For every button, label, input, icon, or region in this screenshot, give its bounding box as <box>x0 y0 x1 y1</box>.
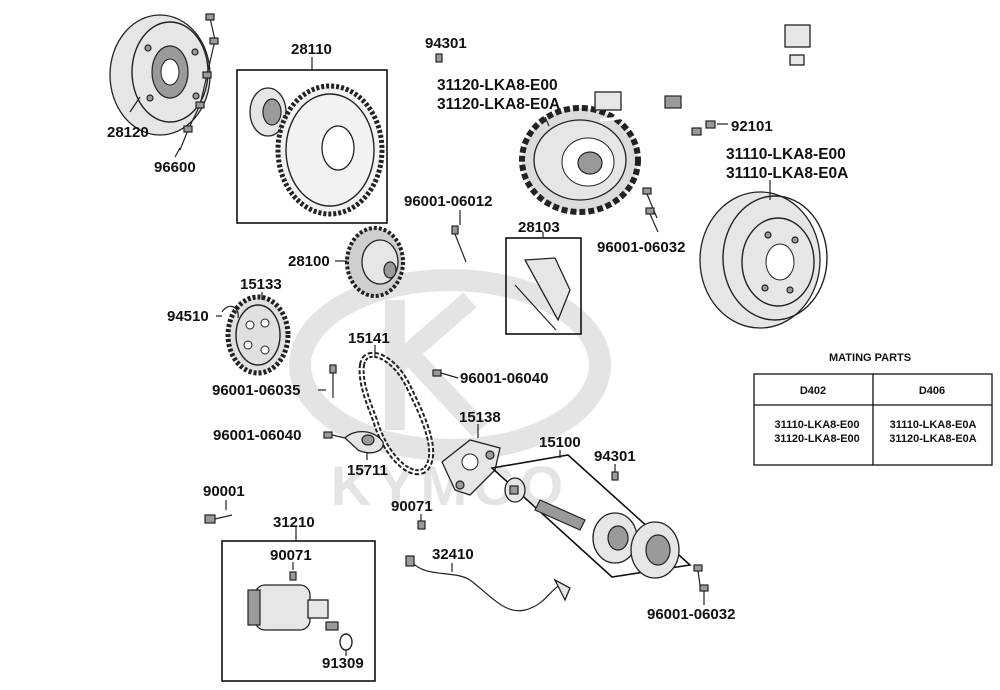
label-96001-06012: 96001-06012 <box>404 193 492 210</box>
label-28103: 28103 <box>518 219 560 236</box>
label-96001-06035: 96001-06035 <box>212 382 300 399</box>
label-90001: 90001 <box>203 483 245 500</box>
label-31120-e00: 31120-LKA8-E00 <box>437 77 558 94</box>
label-91309: 91309 <box>322 655 364 672</box>
bolt-90001 <box>204 500 233 524</box>
bolt-96001-06040-right <box>432 369 459 379</box>
bolt-96001-06035 <box>329 364 337 398</box>
label-96001-06040-left: 96001-06040 <box>213 427 301 444</box>
oring-91309 <box>339 633 353 656</box>
oil-pump-assembly <box>504 477 680 579</box>
starter-driven-gear <box>249 83 385 217</box>
mating-cell-r2c2: 31120-LKA8-E0A <box>889 433 976 445</box>
starter-motor <box>247 571 339 631</box>
label-15138: 15138 <box>459 409 501 426</box>
label-96600: 96600 <box>154 159 196 176</box>
label-96001-06040-right: 96001-06040 <box>460 370 548 387</box>
box-15100 <box>490 454 692 578</box>
label-90071-lower: 90071 <box>270 547 312 564</box>
mating-parts-title: MATING PARTS <box>829 352 911 364</box>
label-92101: 92101 <box>731 118 773 135</box>
label-31110-e0a: 31110-LKA8-E0A <box>726 165 848 182</box>
bolts-92101 <box>691 120 728 136</box>
label-31120-e0a: 31120-LKA8-E0A <box>437 96 560 113</box>
label-96001-06032-upper: 96001-06032 <box>597 239 685 256</box>
label-15141: 15141 <box>348 330 390 347</box>
label-94510: 94510 <box>167 308 209 325</box>
label-31110-e00: 31110-LKA8-E00 <box>726 146 846 163</box>
starter-cable <box>405 555 571 612</box>
screw-chain-96600 <box>179 13 219 151</box>
mating-col-d406: D406 <box>919 385 945 397</box>
bolt-94301-top <box>435 53 443 63</box>
label-28100: 28100 <box>288 253 330 270</box>
cam-chain <box>358 351 435 475</box>
flywheel-rotor <box>699 191 828 329</box>
bolt-96001-06012 <box>451 210 467 263</box>
label-28120: 28120 <box>107 124 149 141</box>
label-15711: 15711 <box>347 462 388 479</box>
label-90071-upper: 90071 <box>391 498 433 515</box>
washer-90071-upper <box>417 514 426 530</box>
box-31210 <box>221 540 376 682</box>
bolt-96001-06040-left <box>323 431 346 439</box>
label-15100: 15100 <box>539 434 581 451</box>
circlip-94510 <box>216 305 239 319</box>
label-94301-top: 94301 <box>425 35 467 52</box>
mating-col-d402: D402 <box>800 385 826 397</box>
chain-tensioner-15711 <box>344 431 384 454</box>
bolts-96001-06032-upper <box>642 187 659 233</box>
mating-cell-r2c1: 31120-LKA8-E00 <box>774 433 860 445</box>
mating-parts-table: MATING PARTS D402 D406 31110-LKA8-E00 31… <box>753 352 993 466</box>
mating-cell-r1c1: 31110-LKA8-E00 <box>775 419 860 431</box>
label-15133: 15133 <box>240 276 282 293</box>
label-32410: 32410 <box>432 546 474 563</box>
bolts-96001-06032-lower <box>693 564 709 605</box>
label-96001-06032-lower: 96001-06032 <box>647 606 735 623</box>
starter-clutch-outer <box>109 14 211 136</box>
alternator-stator <box>519 24 811 215</box>
cam-sprocket <box>225 294 291 376</box>
label-31210: 31210 <box>273 514 315 531</box>
label-94301-lower: 94301 <box>594 448 636 465</box>
label-28110: 28110 <box>291 41 332 58</box>
starter-one-way-gear <box>345 226 405 298</box>
chain-tensioner-slipper <box>514 257 571 331</box>
bolt-94301-lower <box>611 464 619 481</box>
mating-cell-r1c2: 31110-LKA8-E0A <box>890 419 977 431</box>
